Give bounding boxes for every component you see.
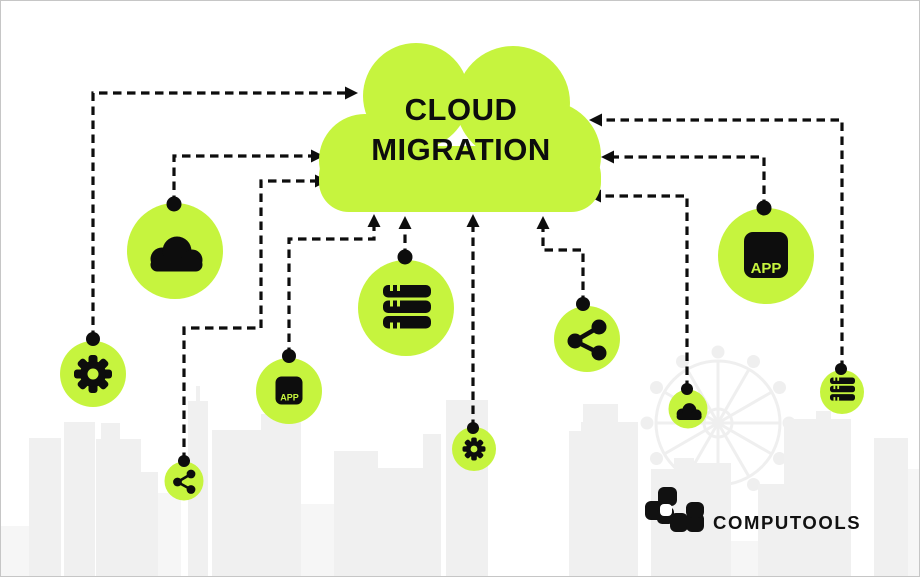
connector-dot [282,349,296,363]
connector-dot [178,455,190,467]
node-server-large [358,249,454,356]
node-share-medium [554,297,620,372]
node-gear-medium [60,332,126,407]
cloud-icon [150,236,203,272]
connector-arrowheads [311,86,614,229]
ferris-wheel-spokes [656,361,780,485]
connector-dot [467,422,479,434]
cloud-title-line1: CLOUD [404,92,518,127]
gear-icon [74,355,112,393]
connector-dot [835,363,847,375]
connector-dot [397,249,413,265]
connector-server-small [601,118,844,369]
node-share-small [164,455,204,501]
connector-dot [576,297,590,311]
connector-share-small [182,179,316,461]
node-server-small [820,363,864,414]
share-icon [173,469,196,494]
connector-dot [166,196,182,212]
computools-logo-icon [645,487,704,532]
connector-app-small [287,227,376,356]
node-gear-small [452,422,496,471]
brand-logo: COMPUTOOLS [645,485,885,535]
node-cloud-large [127,196,223,299]
connector-dot [756,200,772,216]
connector-dot [681,383,693,395]
node-app-small: APP [256,349,322,424]
app-icon: APP [275,376,303,405]
server-icon [383,284,431,329]
city-skyline [1,386,919,576]
node-cloud-small [668,383,708,429]
gear-icon [462,437,486,461]
app-icon-label: APP [751,260,782,277]
app-icon: APP [744,232,788,278]
cloud-shape [319,43,601,212]
cloud-title-line2: MIGRATION [371,132,551,167]
brand-wordmark: COMPUTOOLS [713,512,862,533]
connector-dot [86,332,100,346]
cloud-migration-title: CLOUD MIGRATION [310,90,612,170]
server-icon [830,377,855,401]
connector-gear-medium [91,91,345,339]
connector-cloud-large [172,154,312,204]
connector-share-medium [541,229,585,304]
connector-cloud-small [600,194,689,389]
app-icon-label: APP [280,393,299,403]
connector-lines [91,91,844,461]
cloud-icon [676,403,702,420]
node-app-large: APP [718,200,814,304]
connector-app-large [613,155,766,208]
share-icon [567,319,607,361]
